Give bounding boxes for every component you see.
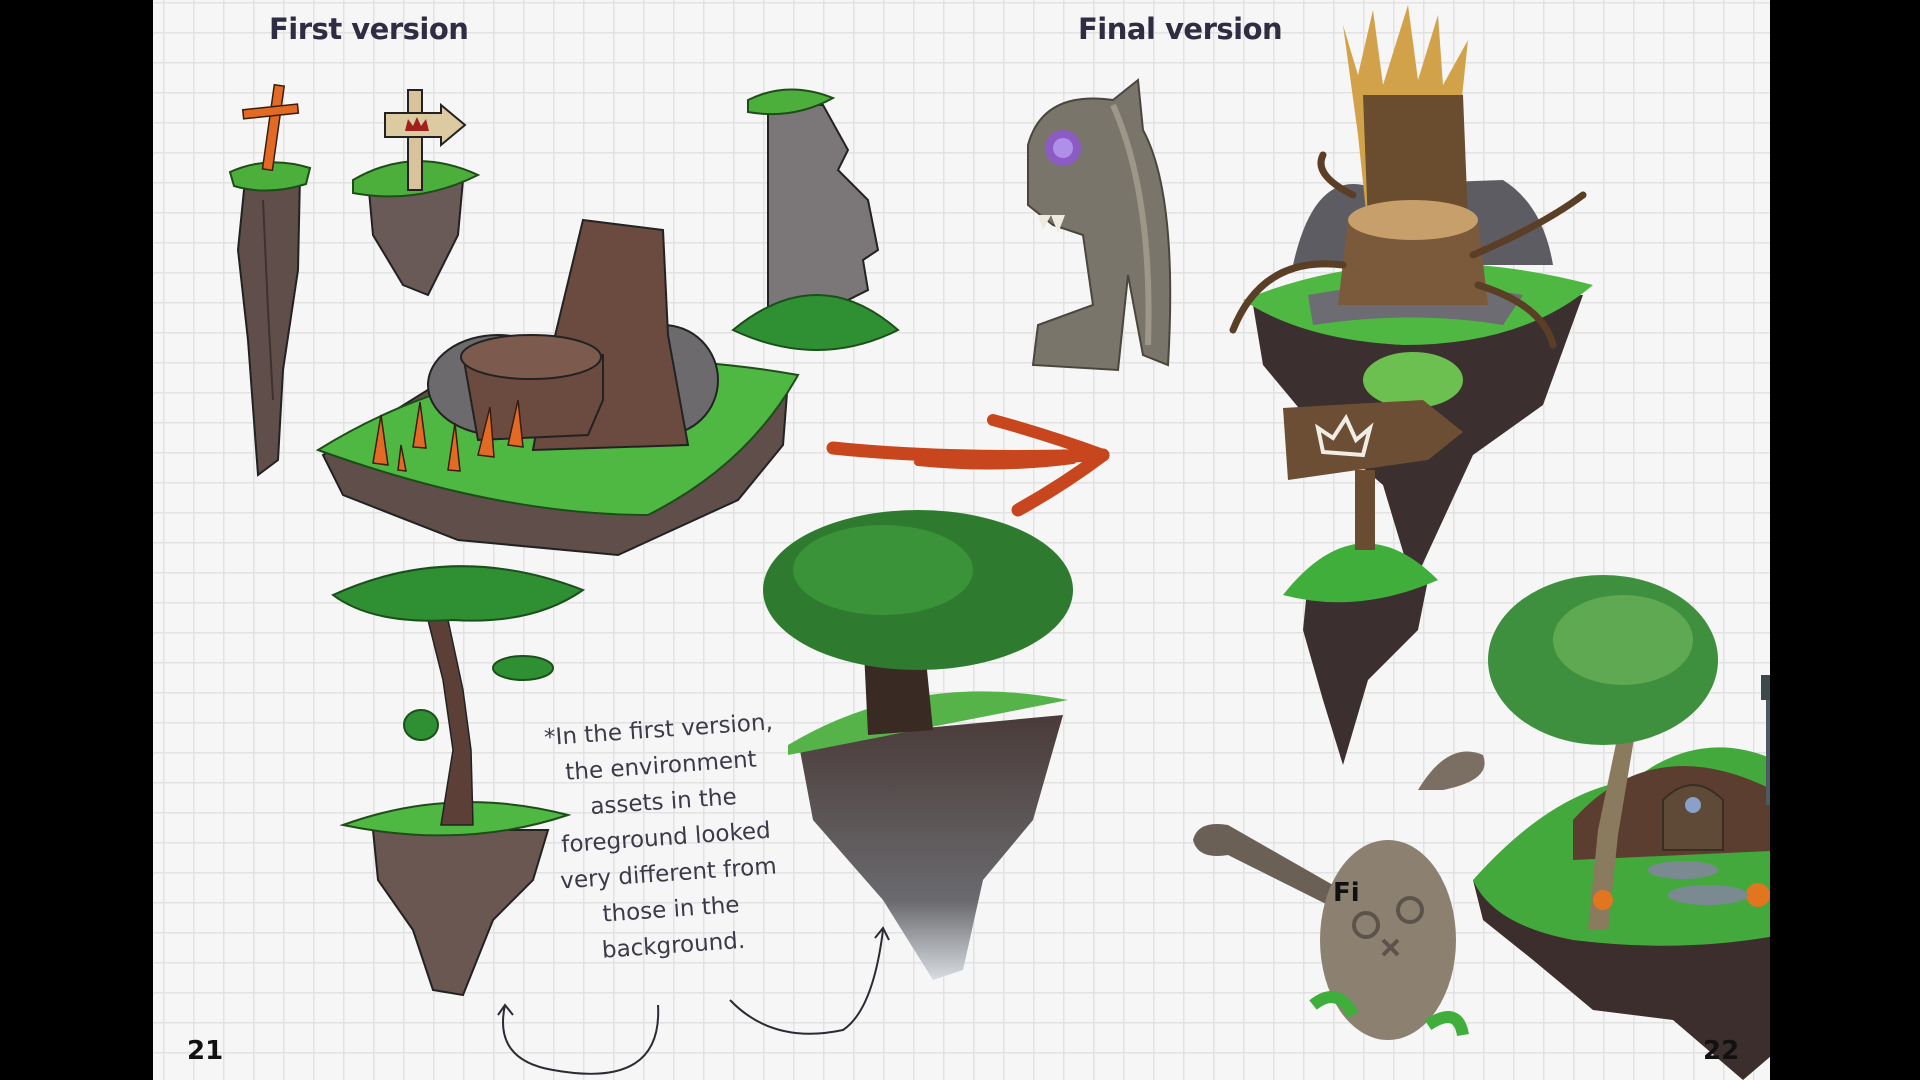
tree-stump-throne-island-illustration xyxy=(315,218,800,557)
page-number-left: 21 xyxy=(187,1036,224,1066)
painted-tree-island-illustration xyxy=(763,510,1073,980)
hooded-stone-statue-illustration xyxy=(1027,78,1172,372)
final-version-heading: Final version xyxy=(1078,12,1283,46)
acacia-tree-island-illustration xyxy=(331,565,586,997)
moai-stone-head-illustration xyxy=(731,88,900,351)
carrot-cross-pillar-island-illustration xyxy=(228,83,312,477)
first-version-heading: First version xyxy=(269,12,469,46)
crown-signpost-island-final-illustration xyxy=(1283,400,1463,765)
hobbit-hole-tree-island-illustration xyxy=(1473,575,1770,1080)
orange-brush-arrow xyxy=(826,414,1110,517)
cropped-label-text: Fi xyxy=(1333,878,1360,908)
broken-bunny-statue-illustration xyxy=(1193,751,1485,1040)
crown-signpost-island-illustration xyxy=(352,89,481,297)
curved-pointer-arrows xyxy=(497,926,890,1075)
document-spread: First version Final version xyxy=(153,0,1770,1080)
page-number-right: 22 xyxy=(1703,1036,1740,1066)
